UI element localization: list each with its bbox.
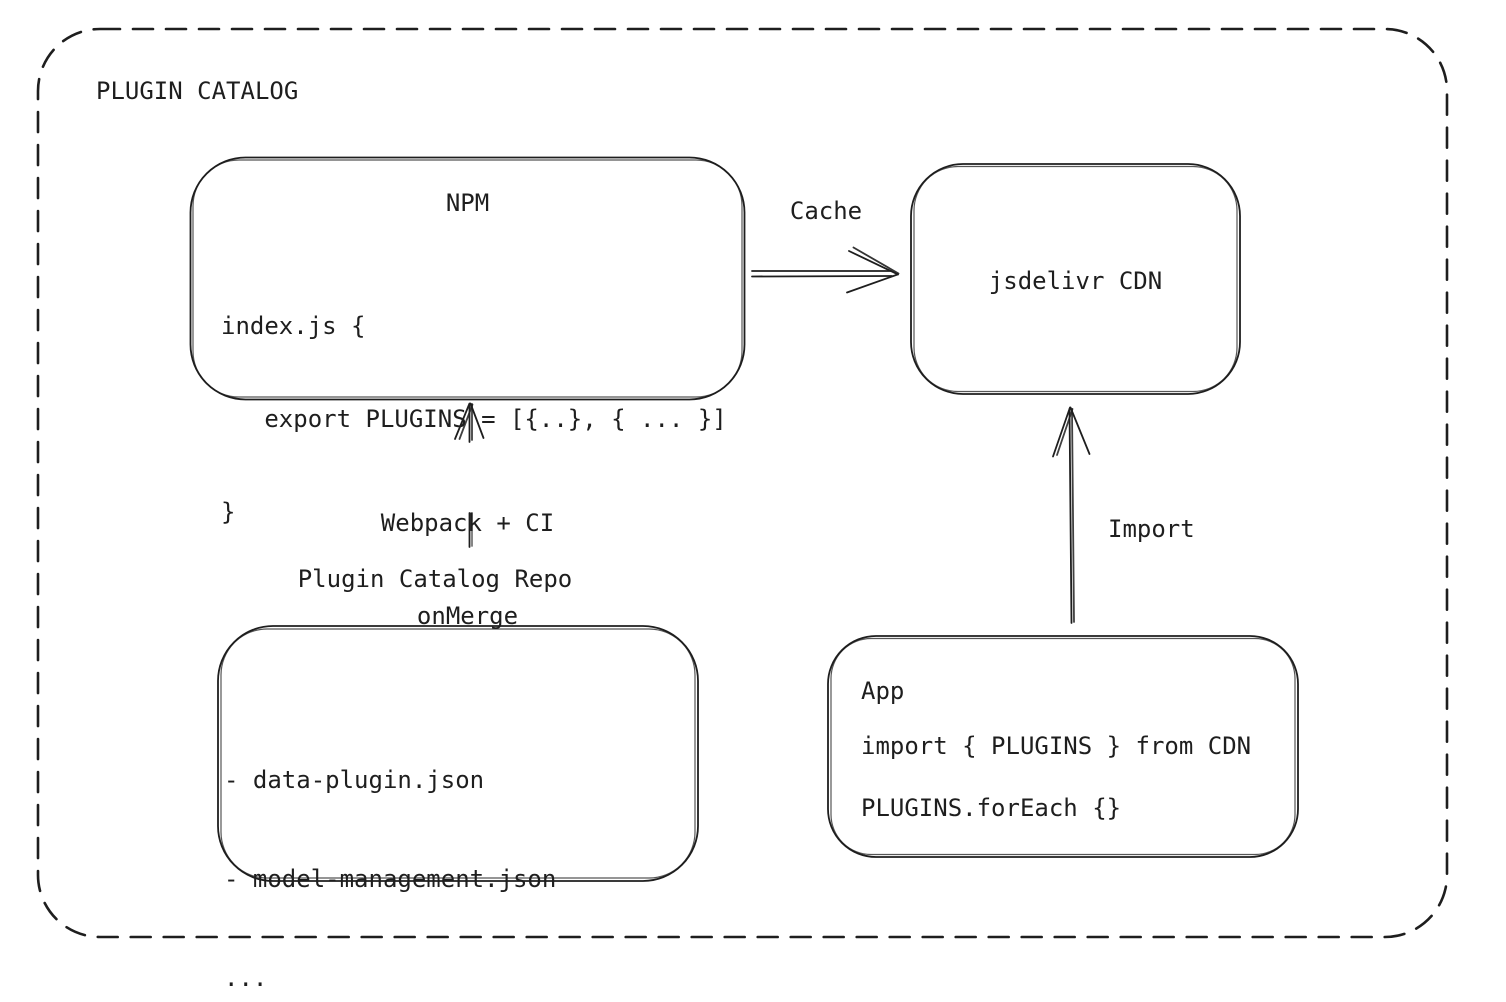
npm-code-line: index.js { <box>221 312 366 340</box>
app-code-line-import: import { PLUGINS } from CDN <box>861 732 1252 760</box>
repo-file-item: - data-plugin.json <box>224 766 485 794</box>
app-code-line-foreach: PLUGINS.forEach {} <box>861 794 1122 822</box>
import-arrow-label: Import <box>1108 515 1195 543</box>
import-arrow <box>1052 406 1091 624</box>
diagram-title: PLUGIN CATALOG <box>96 77 299 105</box>
repo-node-label: Plugin Catalog Repo <box>297 565 573 593</box>
app-node-title: App <box>861 677 905 705</box>
build-arrow-label: Webpack + CI <box>380 509 555 537</box>
build-arrow <box>454 402 485 548</box>
repo-node-shape <box>217 625 699 882</box>
npm-node-title: NPM <box>445 189 490 217</box>
repo-file-list: - data-plugin.json - model-management.js… <box>224 698 556 1002</box>
plugin-catalog-frame <box>36 27 1449 939</box>
cdn-node-shape <box>910 163 1241 395</box>
app-node-shape <box>827 635 1299 858</box>
cdn-node-label: jsdelivr CDN <box>988 267 1163 295</box>
cache-arrow <box>751 246 900 294</box>
build-arrow-label-block: Webpack + CI onMerge <box>330 446 605 694</box>
repo-file-item: - model-management.json <box>224 865 557 893</box>
cache-arrow-label: Cache <box>789 197 863 225</box>
repo-file-item: ... <box>224 964 268 992</box>
npm-node-shape <box>189 156 746 401</box>
npm-code: index.js { export PLUGINS = [{..}, { ...… <box>221 249 727 590</box>
npm-code-line: export PLUGINS = [{..}, { ... }] <box>221 405 727 433</box>
build-arrow-sublabel: onMerge <box>416 602 519 630</box>
npm-code-line: } <box>221 498 236 526</box>
